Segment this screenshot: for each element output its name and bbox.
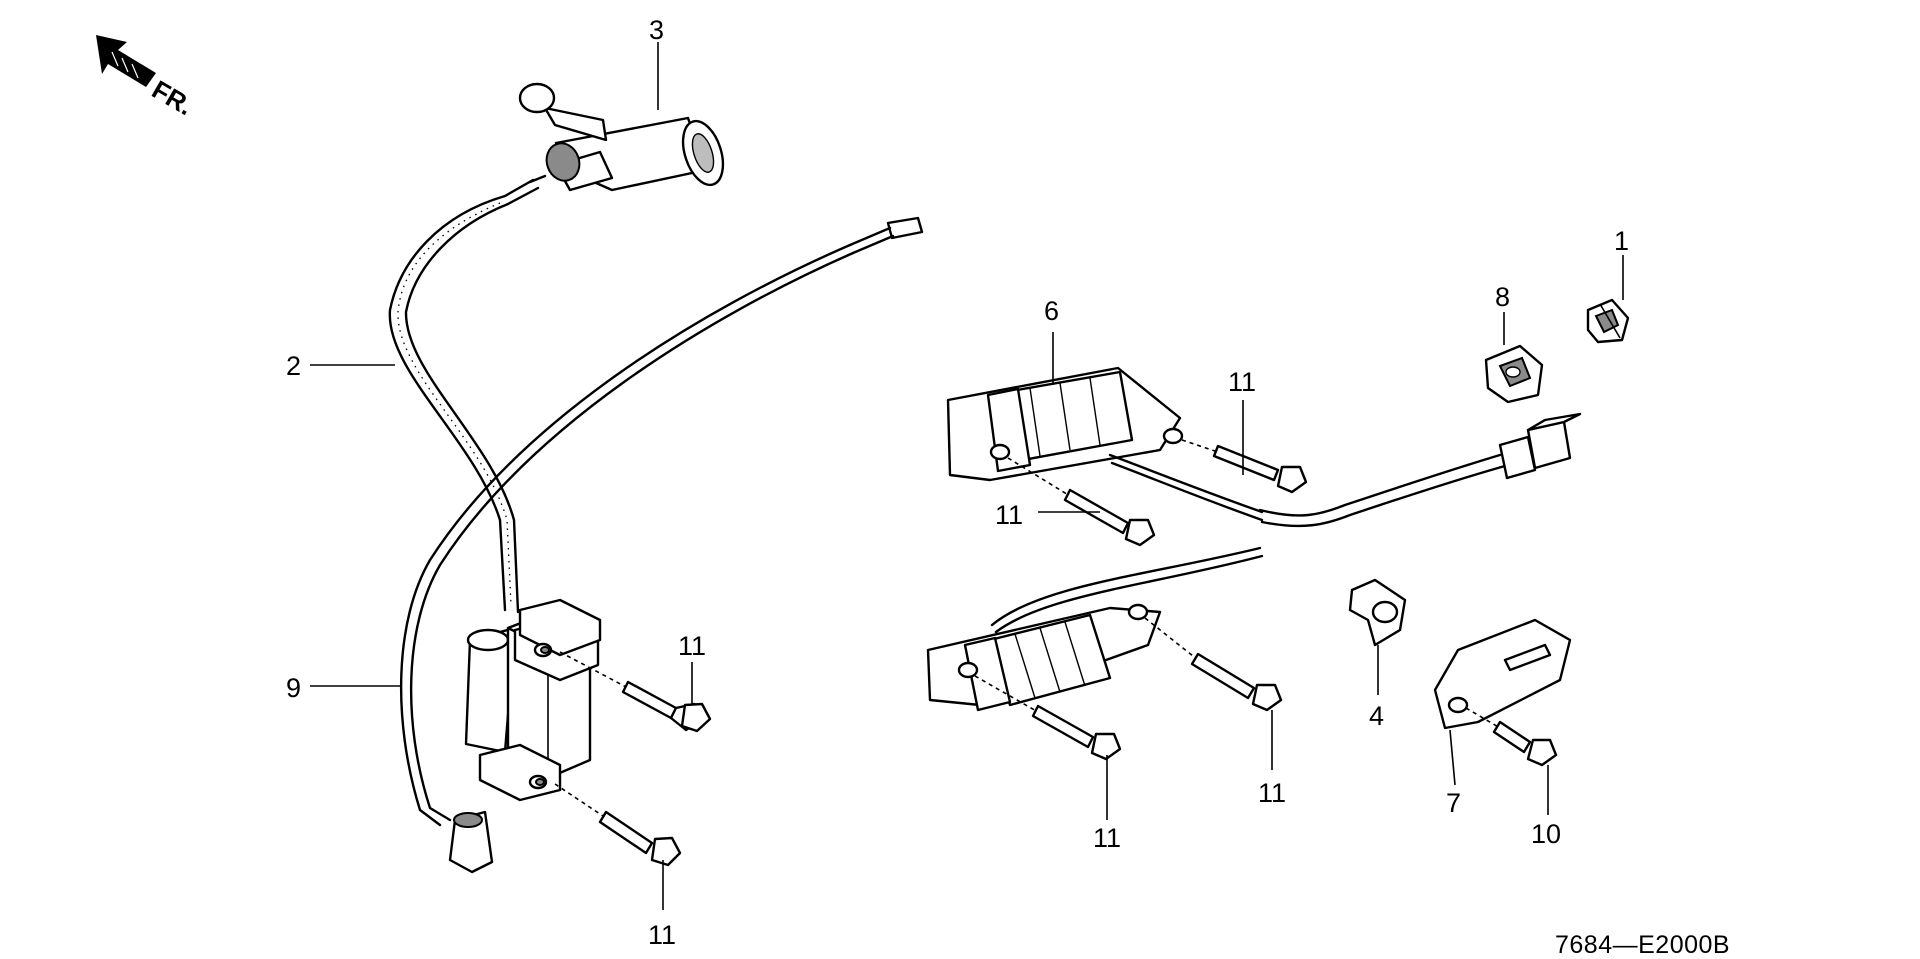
charge-coil-harness — [1258, 412, 1582, 528]
callout-9: 9 — [286, 673, 301, 703]
bolt-11-upper-coil — [559, 651, 712, 733]
bolt-11-lower-coil — [554, 783, 682, 867]
callout-8: 8 — [1495, 282, 1510, 312]
callout-1: 1 — [1614, 226, 1629, 256]
charge-coil-lower — [926, 546, 1264, 712]
callout-11-d: 11 — [648, 920, 676, 950]
callout-2: 2 — [286, 351, 301, 381]
callout-6: 6 — [1044, 296, 1059, 326]
callout-11-e: 11 — [1093, 823, 1121, 853]
grommet-8 — [1484, 344, 1544, 404]
cord-clamp — [1348, 578, 1407, 647]
grommet-1 — [1586, 298, 1630, 344]
charge-coil-upper — [946, 366, 1264, 522]
stop-switch-wire — [399, 216, 924, 874]
callout-11-a: 11 — [1228, 367, 1256, 397]
spark-plug-cap — [518, 82, 725, 192]
callout-11-b: 11 — [995, 500, 1023, 530]
ignition-coil — [478, 598, 602, 802]
callout-11-f: 11 — [1258, 778, 1286, 808]
callout-7: 7 — [1446, 788, 1461, 818]
callout-11-c: 11 — [678, 631, 706, 661]
callout-10: 10 — [1531, 819, 1561, 849]
leader-lines — [310, 42, 1624, 910]
drawing-code: 7684—E2000B — [1555, 931, 1730, 959]
bolt-11-upper-right — [1181, 439, 1308, 494]
front-direction-arrow-icon — [96, 35, 156, 87]
bolt-10 — [1465, 707, 1558, 767]
front-direction-label: FR. — [147, 74, 198, 121]
callout-4: 4 — [1369, 701, 1384, 731]
bolt-11-lower-left — [974, 675, 1122, 761]
callout-3: 3 — [649, 15, 664, 45]
callouts: 3 2 9 6 11 11 11 11 11 11 1 8 4 7 10 — [286, 15, 1629, 950]
high-tension-cord — [388, 178, 540, 754]
stay-bracket — [1433, 618, 1572, 730]
bolt-11-lower-right — [1144, 617, 1283, 712]
